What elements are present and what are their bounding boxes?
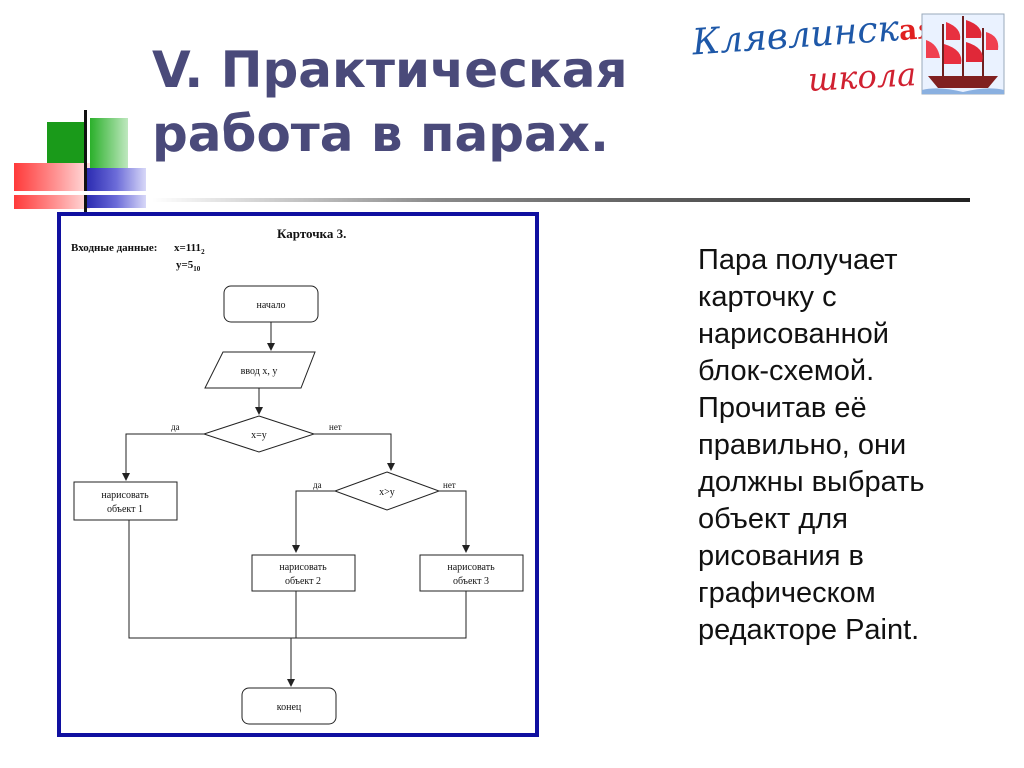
slide-title: V. Практическая работа в парах. [152,41,628,163]
slide-body-text: Пара получает карточку с нарисованной бл… [698,244,925,646]
condition1-block [202,415,316,453]
title-underline [152,198,970,202]
card-x-text: x=111 [174,242,201,254]
cond1-no-line [314,433,395,471]
end-label: конец [277,702,302,713]
logo-line2: школа [807,55,918,99]
action1-line1: нарисовать [101,490,149,501]
card-y-text: y=5 [176,259,194,271]
cond2-no-line [439,490,470,553]
action3-line2: объект 3 [453,576,489,587]
start-label: начало [257,300,286,311]
decor-horizontal-gap [14,191,149,195]
end-block [241,687,337,725]
action2-line2: объект 2 [285,576,321,587]
condition2-block [333,471,441,511]
sailing-ship-icon [921,13,1005,95]
card-title: Карточка 3. [277,226,346,241]
cond1-yes-label: да [171,422,180,432]
input-block [204,351,316,389]
merge-line [128,520,467,639]
condition2-label: x>y [379,487,395,498]
card-x-base: 2 [201,248,205,256]
flowchart-card: Карточка 3. Входные данные: x=1112 y=510… [57,212,539,737]
cond2-no-label: нет [443,480,456,490]
action1-block [73,481,178,521]
card-y-value: y=510 [176,259,201,273]
card-input-label: Входные данные: [71,242,157,254]
card-x-value: x=1112 [174,242,205,256]
cond2-yes-line [292,490,335,553]
cond1-no-label: нет [329,422,342,432]
action3-line1: нарисовать [447,562,495,573]
cond2-yes-label: да [313,480,322,490]
decor-vertical-line [84,110,87,215]
flowchart-diagram: Карточка 3. Входные данные: x=1112 y=510… [71,226,524,725]
decor-blue-bar [86,168,146,208]
action2-line1: нарисовать [279,562,327,573]
action2-block [251,554,356,592]
condition1-label: x=y [251,430,267,441]
logo-town-name: Клявлинск [690,8,901,64]
card-y-base: 10 [193,265,201,273]
cond1-yes-line [122,433,204,481]
input-label: ввод x, y [241,366,278,377]
decor-light-green-square [90,118,128,168]
action3-block [419,554,524,592]
decor-green-square [47,122,85,168]
decor-red-bar [14,163,90,209]
action1-line2: объект 1 [107,504,143,515]
school-logo: Клявлинская школа [690,6,1010,102]
logo-line1: Клявлинская [691,5,939,63]
